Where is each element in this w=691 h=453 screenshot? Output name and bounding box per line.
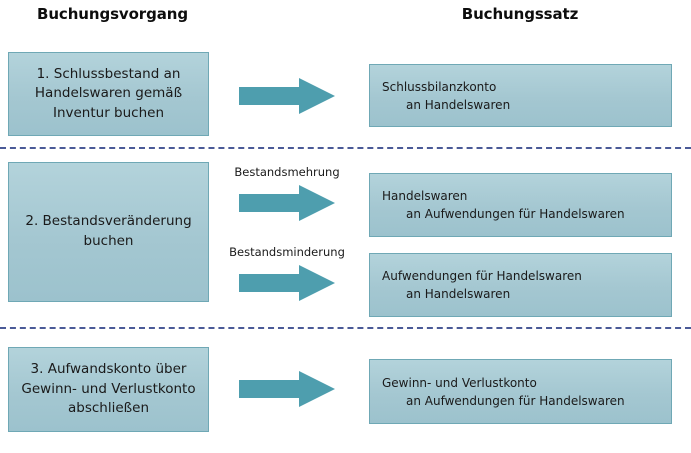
entry-line-2: an Aufwendungen für Handelswaren [406,393,625,408]
entry-line-1: Handelswaren [382,189,468,203]
arrow-label-bestandsmehrung: Bestandsmehrung [234,165,340,179]
process-box-step-3: 3. Aufwandskonto über Gewinn- und Verlus… [8,347,209,432]
right-arrow-icon [239,78,335,114]
entry-line-1: Schlussbilanzkonto [382,79,497,94]
column-header-buchungssatz: Buchungssatz [461,5,579,23]
right-arrow-icon [239,185,335,221]
section-divider-1 [0,147,691,149]
entry-box-1: Schlussbilanzkonto an Handelswaren [369,64,672,127]
entry-line-2: an Aufwendungen für Handelswaren [406,207,625,221]
entry-line-2: an Handelswaren [406,287,511,301]
arrow-label-bestandsminderung: Bestandsminderung [229,245,345,259]
process-box-step-1: 1. Schlussbestand an Handelswaren gemäß … [8,52,209,136]
right-arrow-icon [239,265,335,301]
entry-line-1: Aufwendungen für Handelswaren [382,269,582,283]
entry-line-2: an Handelswaren [406,97,511,112]
entry-box-2a: Handelswaren an Aufwendungen für Handels… [369,173,672,237]
section-divider-2 [0,327,691,329]
process-box-step-2: 2. Bestandsveränderung buchen [8,162,209,302]
entry-box-2b: Aufwendungen für Handelswaren an Handels… [369,253,672,317]
column-header-buchungsvorgang: Buchungsvorgang [37,5,188,23]
entry-line-1: Gewinn- und Verlustkonto [382,375,537,390]
entry-box-3: Gewinn- und Verlustkonto an Aufwendungen… [369,359,672,424]
right-arrow-icon [239,371,335,407]
